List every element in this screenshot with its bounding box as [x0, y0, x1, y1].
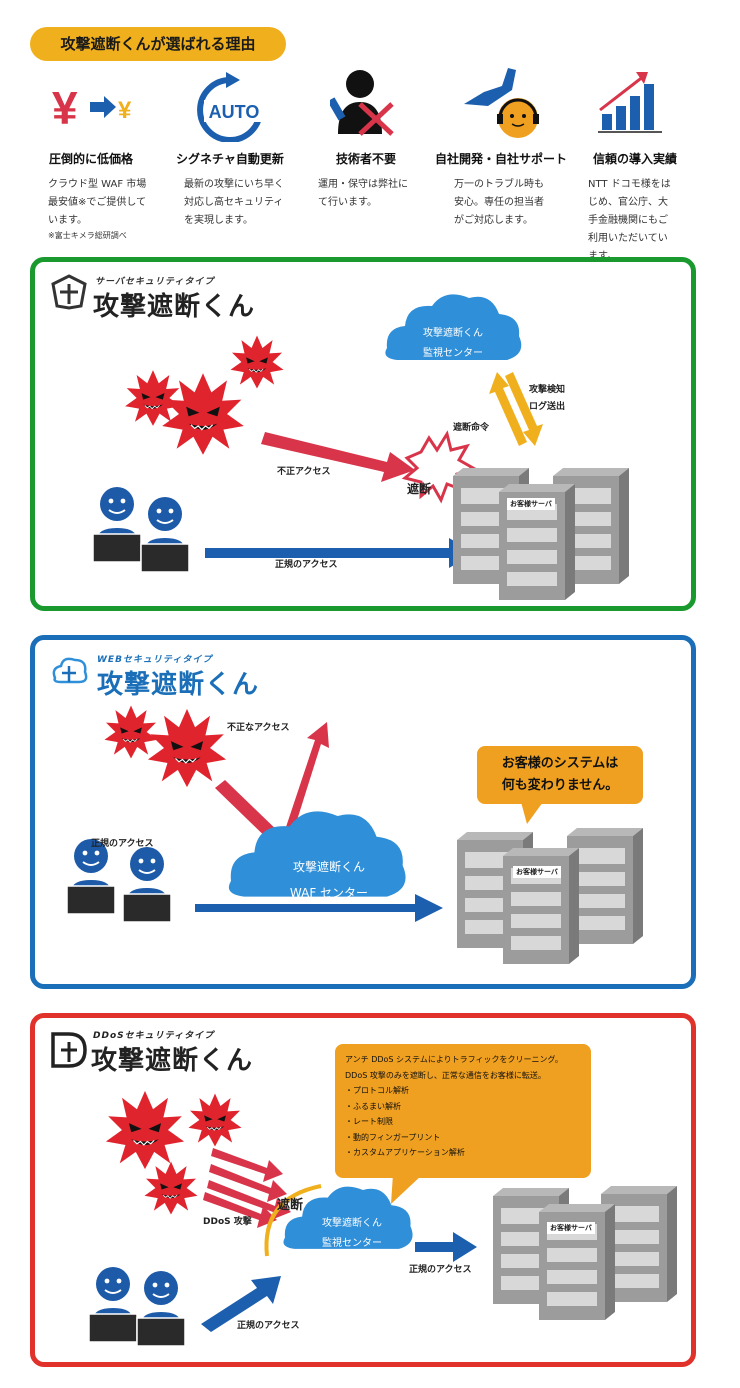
illegal-access-label: 不正アクセス	[277, 467, 331, 477]
cloud-label: 攻撃遮断くん監視センター	[423, 328, 483, 359]
server-label: お客様サーバ	[507, 498, 555, 510]
server-diagram	[92, 294, 629, 600]
yen-arrow-icon: ¥ ¥	[52, 82, 132, 134]
ddos-arrow	[207, 1180, 291, 1220]
cloud-label: 攻撃遮断くん監視センター	[322, 1218, 382, 1249]
block-command-arrow	[505, 372, 543, 446]
detect-log-label: 攻撃検知ログ送出	[529, 385, 566, 412]
illegal-access-arrow	[261, 432, 415, 482]
ddos-info-bubble: アンチ DDoS システムによりトラフィックをクリーニング。 DDoS 攻撃のみ…	[335, 1044, 591, 1178]
support-icon	[464, 68, 539, 138]
attacker-icon	[161, 372, 245, 456]
svg-text:¥: ¥	[52, 82, 78, 134]
feature-title-auto-update: シグネチャ自動更新	[176, 152, 284, 166]
legit-access-right-label: 正規のアクセス	[409, 1265, 472, 1275]
legit-access-label: 正規のアクセス	[91, 839, 154, 849]
server-label: お客様サーバ	[547, 1222, 595, 1234]
user-icon	[88, 1266, 138, 1343]
logo-title: 攻撃遮断くん	[93, 292, 256, 322]
no-engineer-icon	[330, 70, 394, 136]
svg-text:¥: ¥	[118, 97, 132, 124]
illegal-access-bounce-arrow	[215, 722, 329, 852]
user-icon	[66, 838, 116, 915]
attacker-icon	[147, 708, 227, 788]
no-change-bubble: お客様のシステムは何も変わりません。	[477, 746, 643, 804]
legit-access-right-arrow	[415, 1232, 477, 1262]
attacker-icon	[105, 1090, 185, 1170]
feature-desc-track-record: NTT ドコモ様をはじめ、官公庁、大手金融機関にもご利用いただいています。	[588, 179, 671, 262]
feature-title-no-engineer: 技術者不要	[335, 152, 396, 166]
user-icon	[122, 846, 172, 923]
web-diagram	[66, 705, 643, 964]
attacker-icon	[124, 369, 182, 427]
web-type-panel: WEBセキュリティタイプ 攻撃遮断くん 不正なアクセス 正規のアクセス 攻撃遮断…	[30, 635, 696, 989]
attacker-icon	[104, 705, 158, 759]
user-icon	[136, 1270, 186, 1347]
block-label: 遮断	[277, 1198, 304, 1213]
bubble-tail	[391, 1174, 423, 1204]
ddos-attack-label: DDoS 攻撃	[203, 1217, 252, 1227]
feature-desc-auto-update: 最新の攻撃にいち早く対応し高セキュリティを実現します。	[184, 179, 284, 226]
logo-title: 攻撃遮断くん	[91, 1046, 254, 1076]
block-command-label: 遮断命令	[453, 423, 490, 433]
feature-title-support: 自社開発・自社サポート	[435, 152, 568, 166]
attacker-icon	[230, 335, 284, 389]
feature-title-price: 圧倒的に低価格	[48, 152, 133, 166]
illegal-access-label: 不正なアクセス	[227, 723, 290, 733]
feature-desc-price: クラウド型 WAF 市場最安値※でご提供しています。	[48, 179, 147, 226]
logo-subtitle: WEBセキュリティタイプ	[97, 655, 213, 665]
block-arc	[264, 1184, 322, 1257]
ddos-diagram	[88, 1090, 677, 1347]
legit-access-arrow	[205, 538, 475, 568]
ddos-arrow	[209, 1164, 287, 1202]
ddos-arrow	[211, 1148, 283, 1182]
log-arrow-up	[489, 372, 527, 446]
logo-title: 攻撃遮断くん	[97, 670, 260, 700]
svg-text:AUTO: AUTO	[209, 102, 260, 122]
user-icon	[140, 496, 190, 573]
block-label: 遮断	[407, 482, 432, 496]
ddos-type-panel: DDoSセキュリティタイプ 攻撃遮断くん アンチ DDoS システムによりトラフ…	[30, 1013, 696, 1367]
feature-desc-support: 万一のトラブル時も安心。専任の担当者がご対応します。	[454, 179, 544, 226]
shield-logo-icon	[51, 274, 87, 310]
ddos-arrow	[203, 1192, 277, 1228]
server-type-panel: サーバセキュリティタイプ 攻撃遮断くん 攻撃遮断くん監視センター 遮断 不正アク…	[30, 257, 696, 611]
growth-chart-icon	[598, 72, 662, 133]
legit-access-bottom-arrow	[201, 1276, 281, 1332]
legit-access-label: 正規のアクセス	[275, 560, 338, 570]
logo-subtitle: サーバセキュリティタイプ	[95, 277, 215, 287]
bubble-tail	[521, 802, 543, 824]
legit-access-bottom-label: 正規のアクセス	[237, 1321, 300, 1331]
d-shield-logo-icon	[51, 1032, 87, 1068]
section-title: 攻撃遮断くんが選ばれる理由	[30, 27, 286, 61]
server-label: お客様サーバ	[513, 866, 561, 878]
legit-access-arrow	[195, 894, 443, 922]
feature-note-price: ※富士キメラ総研調べ	[48, 231, 127, 240]
attacker-icon	[188, 1093, 242, 1147]
feature-title-track-record: 信頼の導入実績	[592, 152, 677, 166]
feature-desc-no-engineer: 運用・保守は弊社にて行います。	[318, 179, 408, 208]
attacker-icon	[144, 1161, 198, 1215]
auto-update-icon: AUTO	[197, 72, 264, 142]
logo-subtitle: DDoSセキュリティタイプ	[93, 1031, 215, 1041]
user-icon	[92, 486, 142, 563]
cloud-shield-logo-icon	[52, 657, 88, 684]
